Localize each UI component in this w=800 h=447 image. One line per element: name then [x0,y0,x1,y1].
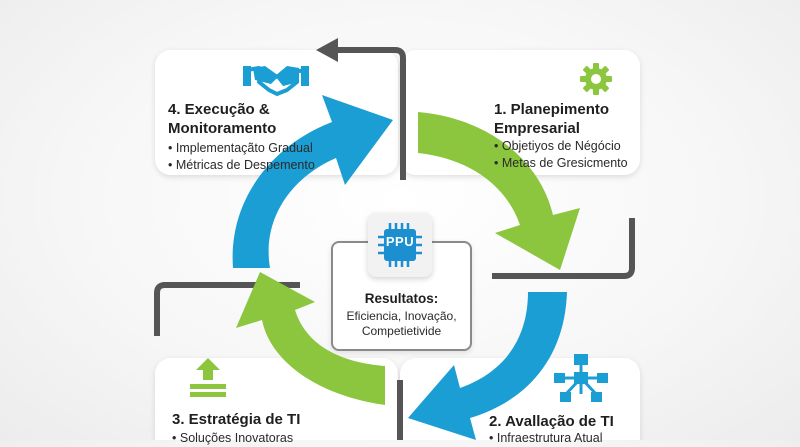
chip-label: PPU [385,234,415,249]
blue-arc-top-left [232,95,393,268]
list-item: Soluções Inovatoras [172,430,293,447]
gray-connector-arrows [154,47,635,440]
planning-title: 1. Planepimento Empresarial [494,100,609,138]
results-title: Resultatos: [364,291,439,306]
green-arc-bottom-left [236,272,385,405]
upload-icon [190,358,226,397]
list-item: Objetiyos de Négócio [494,138,628,155]
strategy-bullets: Soluções Inovatoras [172,430,293,447]
execution-title-line1: 4. Execução & [168,101,270,118]
list-item: Metas de Gresicmento [494,155,628,172]
list-item: Infraestrutura Atual [489,430,603,447]
gray-arrow-left [154,282,300,336]
chip-tile: PPU [368,213,432,277]
planning-title-line1: 1. Planepimento [494,101,610,118]
evaluation-bullets: Infraestrutura Atual [489,430,603,447]
gray-arrow-top [336,47,406,180]
evaluation-title: 2. Avallação de TI [489,413,614,430]
handshake-icon [243,66,309,96]
strategy-title: 3. Estratégia de TI [172,411,301,428]
list-item: Implementaçãto Gradual [168,140,315,157]
execution-bullets: Implementaçãto Gradual Métricas de Despe… [168,140,315,174]
gray-arrow-right [492,218,635,279]
list-item: Métricas de Despemento [168,157,315,174]
planning-title-line2: Empresarial [494,120,580,137]
green-arc-top-right [418,112,580,270]
gray-arrowhead-top [316,38,338,62]
results-line1: Eficiencia, Inovação, [346,309,457,323]
execution-title: 4. Execução & Monitoramento [168,100,276,138]
results-text: Eficiencia, Inovação, Competietivide [333,309,470,339]
execution-title-line2: Monitoramento [168,120,277,137]
blue-arc-bottom-right [408,292,567,440]
network-icon [554,354,608,402]
gear-icon [580,63,612,95]
chip-icon [378,223,422,267]
planning-bullets: Objetiyos de Négócio Metas de Gresicment… [494,138,628,172]
results-line2: Competietivide [361,324,442,338]
